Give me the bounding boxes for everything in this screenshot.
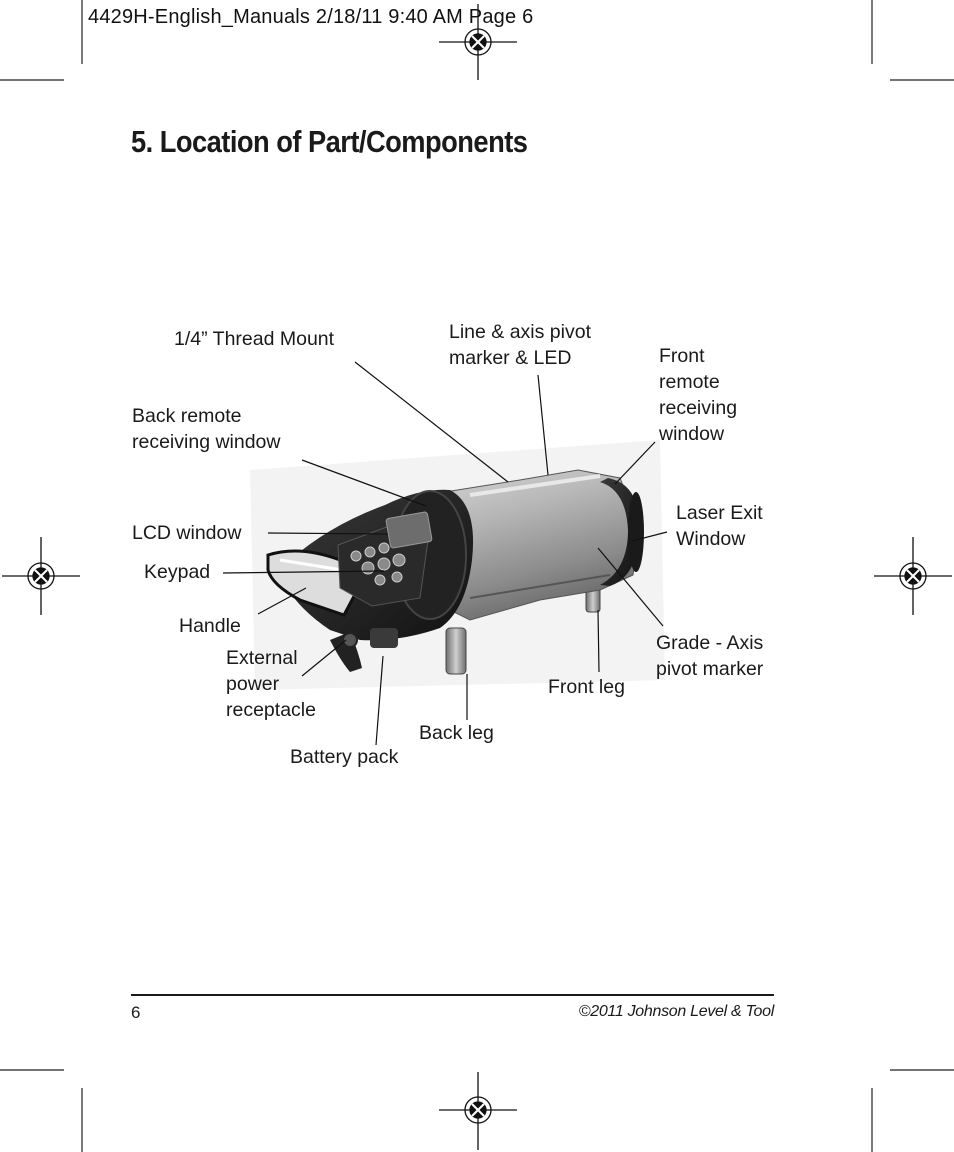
lcd-screen [385,511,433,549]
tube-body [444,469,641,621]
label-lcd-window: LCD window [132,522,242,544]
battery-pack-shape [370,628,398,648]
label-line: Line & axis pivot [449,321,591,343]
power-receptacle-shape [342,632,358,648]
label-line: receptacle [226,699,316,721]
label-line: Grade - Axis [656,632,764,654]
copyright-notice: ©2011 Johnson Level & Tool [578,1003,775,1020]
label-line: remote [659,371,720,393]
label-battery-pack: Battery pack [290,746,399,768]
label-laser-exit-window: Laser Exit Window [676,500,763,552]
handle-shape [266,549,362,617]
label-handle: Handle [179,615,241,637]
label-back-leg: Back leg [419,722,494,744]
label-line: pivot marker [656,658,764,680]
label-line: Window [676,528,746,550]
label-external-power: External power receptacle [226,645,316,723]
label-line: Laser Exit [676,502,763,524]
label-line: Front [659,345,705,367]
label-line: receiving window [132,431,281,453]
label-line-axis-pivot: Line & axis pivot marker & LED [449,319,591,371]
back-leg-shape [445,627,467,675]
label-keypad: Keypad [144,561,211,583]
leader-lines [222,361,668,746]
label-front-remote-window: Front remote receiving window [659,343,737,447]
keypad-buttons [350,542,406,586]
footer-rule [131,994,774,996]
label-grade-axis-pivot: Grade - Axis pivot marker [656,630,763,682]
front-cap [600,478,640,586]
label-thread-mount: 1/4” Thread Mount [174,328,335,350]
registration-mark-icon [874,537,952,615]
page-title: 5. Location of Part/Components [131,124,528,159]
label-line: power [226,673,280,695]
page-number: 6 [131,1003,141,1022]
label-line: receiving [659,397,738,419]
label-line: window [659,423,725,445]
registration-mark-icon [2,537,80,615]
print-slug-line: 4429H-English_Manuals 2/18/11 9:40 AM Pa… [88,6,534,28]
label-front-leg: Front leg [548,676,625,698]
label-back-remote-window: Back remote receiving window [132,403,281,455]
label-line: External [226,647,298,669]
label-line: marker & LED [449,347,572,369]
label-line: Back remote [132,405,242,427]
registration-mark-icon [439,1072,517,1150]
registration-mark-icon [439,4,517,80]
